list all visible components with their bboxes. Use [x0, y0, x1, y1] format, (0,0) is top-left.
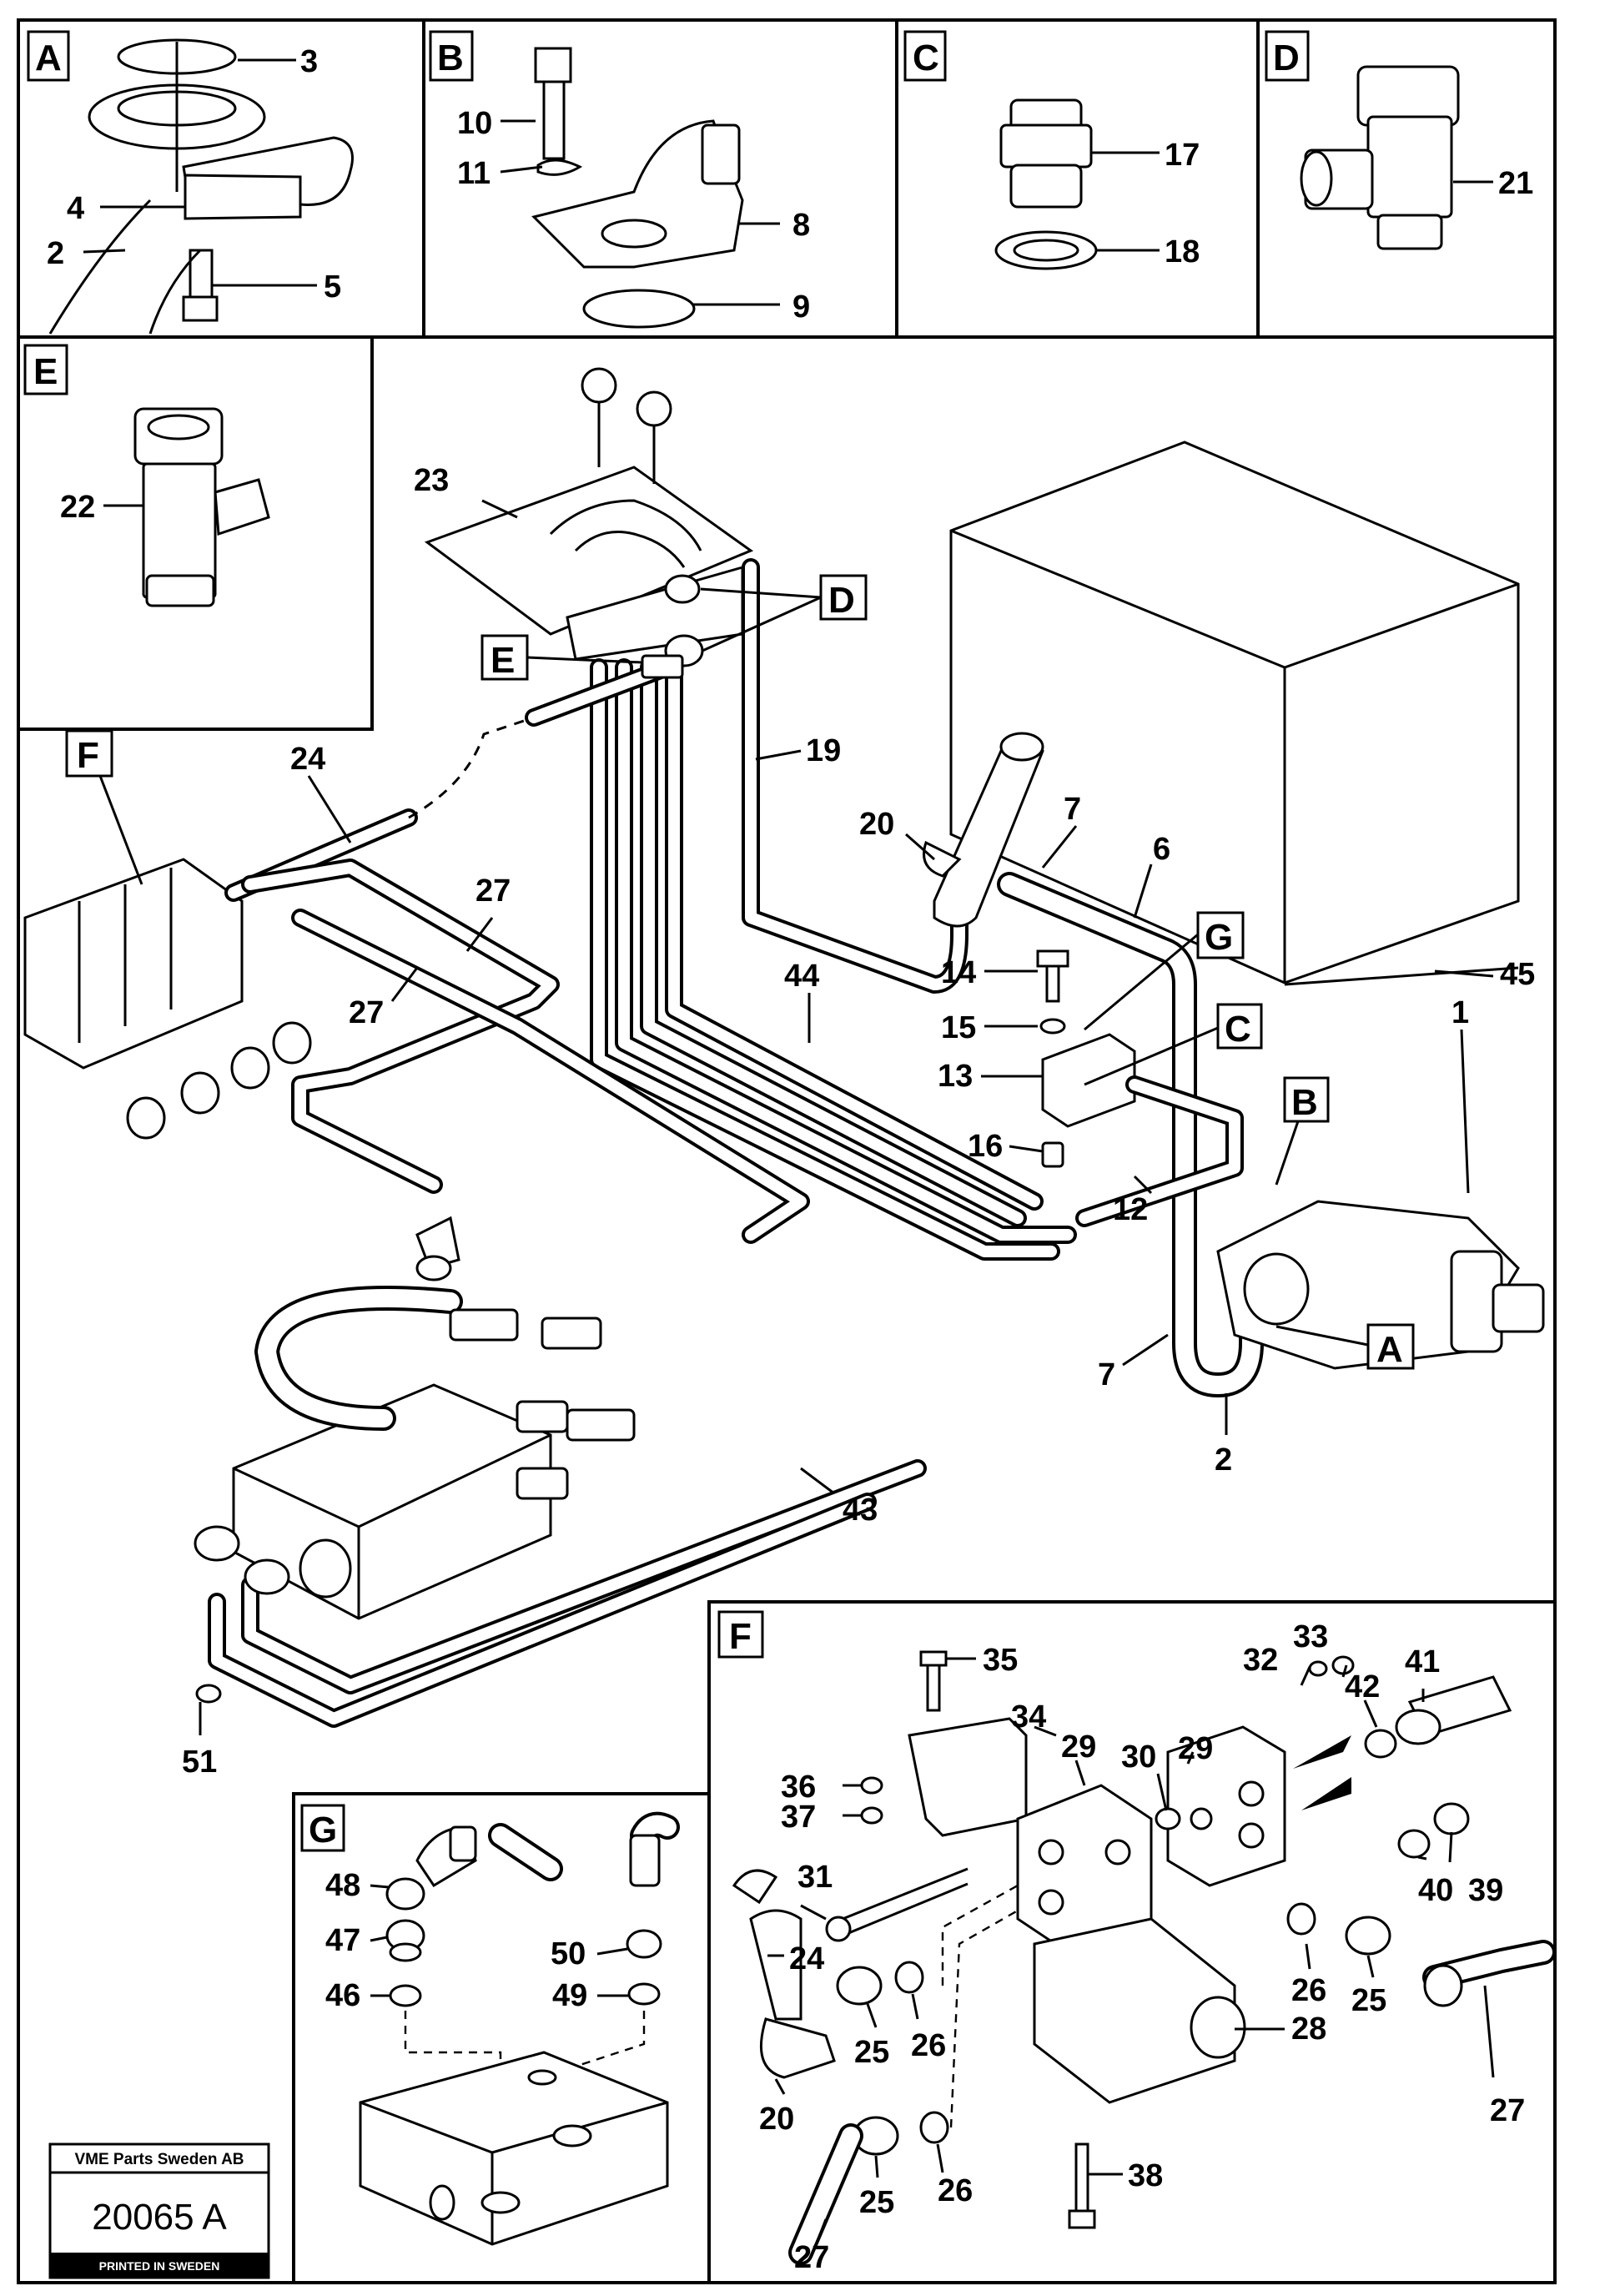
- detail-c: C 17 18: [903, 30, 1200, 270]
- label-17: 17: [1165, 138, 1200, 173]
- label-19: 19: [806, 733, 841, 768]
- label-6: 6: [1153, 832, 1170, 867]
- label-42: 42: [1345, 1669, 1380, 1704]
- callout-c: C: [1225, 1009, 1251, 1050]
- label-35: 35: [983, 1643, 1018, 1678]
- label-33: 33: [1293, 1619, 1328, 1654]
- stamp-printed: PRINTED IN SWEDEN: [99, 2259, 220, 2273]
- label-46: 46: [325, 1978, 360, 2013]
- detail-e: E 22: [23, 344, 270, 607]
- label-2b: 2: [1215, 1443, 1232, 1478]
- label-5: 5: [324, 269, 341, 305]
- label-49: 49: [552, 1978, 587, 2013]
- detail-letter-f: F: [729, 1616, 752, 1657]
- label-18: 18: [1165, 234, 1200, 269]
- label-45: 45: [1500, 957, 1535, 992]
- label-31: 31: [797, 1860, 833, 1895]
- label-22: 22: [60, 490, 95, 525]
- label-2: 2: [47, 236, 64, 271]
- label-34: 34: [1011, 1699, 1046, 1735]
- label-23: 23: [414, 463, 449, 498]
- label-12: 12: [1113, 1192, 1148, 1227]
- label-25c: 25: [859, 2185, 894, 2220]
- label-26b: 26: [911, 2028, 946, 2063]
- label-30: 30: [1121, 1740, 1156, 1775]
- detail-b: B 10 11 8 9: [429, 30, 810, 329]
- label-25b: 25: [854, 2035, 889, 2070]
- label-28: 28: [1291, 2012, 1326, 2047]
- label-41: 41: [1405, 1644, 1440, 1679]
- detail-letter-c: C: [913, 38, 939, 78]
- label-9: 9: [792, 290, 810, 325]
- callout-f: F: [77, 735, 99, 776]
- label-27c: 27: [1490, 2093, 1525, 2128]
- publisher-stamp: VME Parts Sweden AB 20065 A PRINTED IN S…: [48, 2142, 270, 2279]
- label-24b: 24: [789, 1941, 824, 1976]
- label-50: 50: [551, 1936, 586, 1971]
- stamp-code: 20065 A: [92, 2197, 227, 2238]
- detail-a: A 3 4 2 5: [27, 30, 354, 335]
- label-8: 8: [792, 208, 810, 243]
- pipe-bundle-vertical: [590, 658, 1077, 1261]
- label-39: 39: [1468, 1873, 1503, 1908]
- detail-letter-g: G: [309, 1810, 337, 1850]
- detail-letter-b: B: [437, 38, 464, 78]
- label-47: 47: [325, 1923, 360, 1958]
- label-26c: 26: [938, 2173, 973, 2208]
- callout-b: B: [1291, 1082, 1318, 1123]
- label-21: 21: [1498, 166, 1533, 201]
- label-36: 36: [781, 1770, 816, 1805]
- label-43: 43: [843, 1493, 878, 1528]
- label-3: 3: [300, 44, 318, 79]
- label-26a: 26: [1291, 1973, 1326, 2008]
- label-48: 48: [325, 1868, 360, 1903]
- label-51: 51: [182, 1745, 217, 1780]
- label-38: 38: [1128, 2158, 1163, 2193]
- label-25a: 25: [1351, 1983, 1386, 2018]
- detail-letter-e: E: [33, 351, 58, 392]
- detail-g: G 48 47 46 50 49: [292, 1792, 711, 2284]
- label-40: 40: [1418, 1873, 1453, 1908]
- label-20b: 20: [759, 2102, 794, 2137]
- label-27b: 27: [349, 995, 384, 1030]
- label-44: 44: [784, 959, 819, 994]
- label-13: 13: [938, 1059, 973, 1094]
- callout-g: G: [1205, 917, 1233, 958]
- label-1: 1: [1451, 995, 1469, 1030]
- label-16: 16: [968, 1129, 1003, 1164]
- label-27d: 27: [794, 2240, 829, 2275]
- label-20: 20: [859, 807, 894, 842]
- label-32: 32: [1243, 1643, 1278, 1678]
- label-24: 24: [290, 742, 325, 777]
- label-27a: 27: [475, 874, 511, 909]
- label-37: 37: [781, 1800, 816, 1835]
- callout-a: A: [1376, 1329, 1403, 1370]
- label-29a: 29: [1061, 1730, 1096, 1765]
- label-11: 11: [457, 156, 491, 191]
- label-4: 4: [67, 191, 84, 226]
- label-14: 14: [941, 955, 976, 990]
- detail-d: D 21: [1265, 30, 1533, 250]
- detail-letter-a: A: [35, 38, 62, 78]
- label-7b: 7: [1098, 1357, 1115, 1392]
- callout-d: D: [828, 580, 855, 621]
- main-assembly: D E F G C B A 23 24 19 20 7 6 2: [23, 367, 1545, 1780]
- stamp-company: VME Parts Sweden AB: [74, 2151, 244, 2168]
- callout-e: E: [491, 640, 515, 681]
- label-15: 15: [941, 1010, 976, 1045]
- detail-letter-d: D: [1273, 38, 1300, 78]
- label-7: 7: [1064, 792, 1081, 827]
- detail-f: F: [707, 1600, 1557, 2284]
- label-29b: 29: [1178, 1731, 1213, 1766]
- label-10: 10: [457, 106, 492, 141]
